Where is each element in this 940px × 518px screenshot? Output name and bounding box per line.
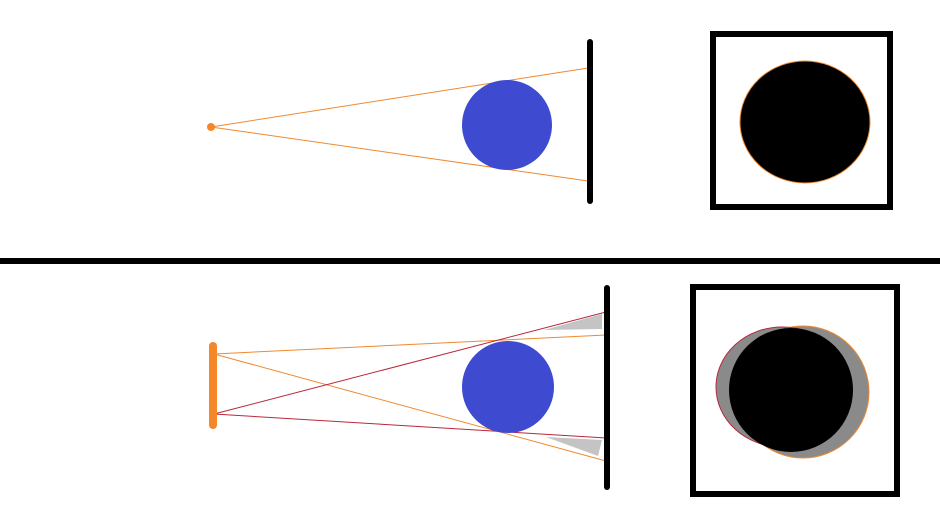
umbra-shadow: [729, 328, 853, 452]
ray-lower: [210, 126, 589, 182]
blue-sphere-occluder-icon: [462, 341, 554, 433]
sharp-shadow-view: [710, 31, 893, 210]
point-light-source-icon: [207, 123, 215, 131]
extended-source-panel: [209, 284, 900, 497]
red-ray-bottom-straight: [213, 413, 607, 439]
red-ray-bottom-crossing: [213, 311, 607, 415]
orange-ray-top-crossing: [213, 353, 607, 462]
orange-ray-top-straight: [213, 334, 607, 355]
ray-upper: [210, 67, 589, 128]
blue-sphere-occluder-icon: [462, 80, 552, 170]
penumbra-wedge-upper: [544, 314, 602, 330]
point-source-panel: [207, 31, 893, 210]
umbra-shadow: [739, 60, 871, 184]
penumbra-wedge-lower: [546, 437, 602, 456]
soft-shadow-view: [690, 284, 900, 497]
